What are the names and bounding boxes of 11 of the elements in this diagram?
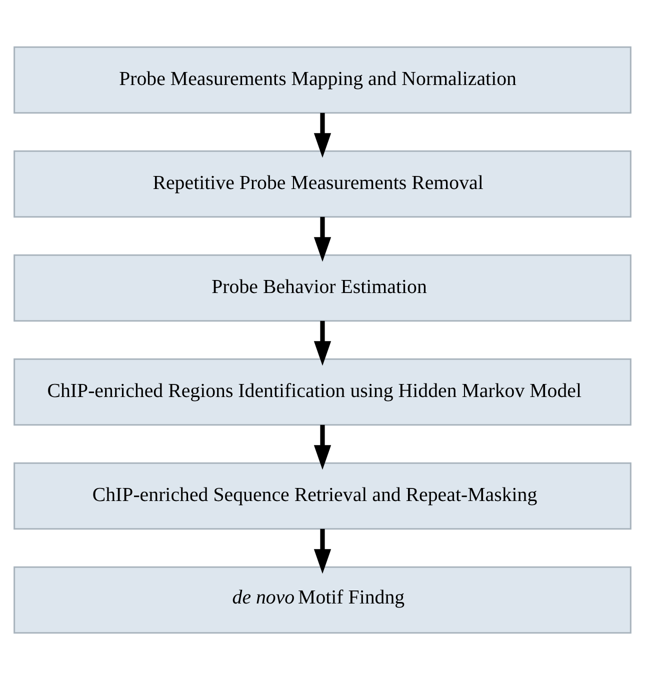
node-box: ChIP-enriched Sequence Retrieval and Repeat-Masking — [14, 462, 632, 530]
node-box: de novo Motif Findng — [14, 566, 632, 634]
arrow — [314, 112, 332, 158]
node-box: ChIP-enriched Regions Identification using Hidden Markov Model — [14, 358, 632, 426]
arrow — [314, 424, 332, 470]
node-box: Probe Measurements Mapping and Normalization — [14, 46, 632, 114]
node-box: Probe Behavior Estimation — [14, 254, 632, 322]
arrow — [314, 528, 332, 574]
arrow — [314, 320, 332, 366]
node-box: Repetitive Probe Measurements Removal — [14, 150, 632, 218]
arrow — [314, 216, 332, 262]
